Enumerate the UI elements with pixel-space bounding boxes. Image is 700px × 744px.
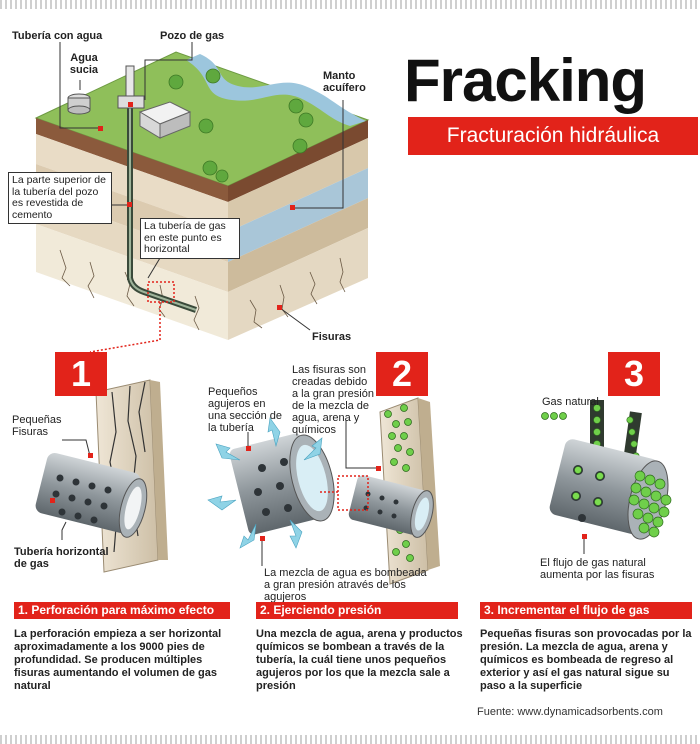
label-tuberia-agua: Tubería con agua: [12, 30, 103, 42]
top-border: [0, 0, 700, 9]
page-subtitle: Fracturación hidráulica: [408, 117, 698, 155]
right-layer-2: [228, 138, 368, 232]
step-2-heading: 2. Ejerciendo presión: [256, 602, 458, 619]
step-1-number: 1: [55, 352, 107, 396]
pipe-detail-marker: [147, 281, 175, 303]
step-3-heading: 3. Incrementar el flujo de gas: [480, 602, 692, 619]
right-layer-4: [228, 198, 368, 292]
bottom-border: [0, 735, 700, 744]
label-gas-natural: Gas natural: [542, 396, 599, 408]
leader-dots: [98, 102, 295, 310]
right-layer-5: [228, 228, 368, 340]
source-credit: Fuente: www.dynamicadsorbents.com: [477, 706, 663, 718]
gas-bubbles: [628, 470, 672, 538]
label-mezcla-bombeada: La mezcla de agua es bombeada a gran pre…: [264, 567, 427, 603]
callout-tuberia-horizontal: La tubería de gas en este punto es horiz…: [140, 218, 240, 259]
detail-connector: [89, 302, 161, 353]
label-pequenas-fisuras: Pequeñas Fisuras: [12, 414, 62, 438]
callout-superior-tuberia: La parte superior de la tubería del pozo…: [8, 172, 112, 224]
water-arrows: [207, 417, 323, 549]
step-2-text: Una mezcla de agua, arena y productos qu…: [256, 628, 463, 692]
page-title: Fracking: [404, 47, 647, 114]
step-1-text: La perforación empieza a ser horizontal …: [14, 628, 222, 692]
right-layer-aquifer: [228, 168, 368, 262]
panel-3-illustration: [541, 400, 672, 554]
right-layer-1: [228, 120, 368, 202]
step-1-heading: 1. Perforación para máximo efecto: [14, 602, 230, 619]
step-3-number: 3: [608, 352, 660, 396]
panel-1-illustration: [35, 379, 168, 573]
fissure-lines: [59, 249, 346, 331]
label-agua-sucia: Agua sucia: [69, 52, 99, 76]
leader-lines: [59, 42, 344, 331]
label-manto-acuifero: Manto acuífero: [323, 70, 366, 94]
river: [186, 54, 366, 126]
earth-block: [34, 42, 370, 353]
label-tuberia-horizontal-gas: Tubería horizontal de gas: [14, 546, 109, 570]
panel-2-illustration: [207, 397, 440, 585]
label-pequenos-agujeros: Pequeños agujeros en una sección de la t…: [208, 386, 282, 434]
step-3-text: Pequeñas fisuras son provocadas por la p…: [480, 628, 692, 692]
label-pozo-gas: Pozo de gas: [160, 30, 225, 42]
label-fisuras: Fisuras: [312, 331, 352, 343]
label-flujo-gas: El flujo de gas natural aumenta por las …: [540, 557, 655, 581]
step-2-number: 2: [376, 352, 428, 396]
derrick: [125, 65, 135, 97]
trees: [168, 68, 314, 183]
label-fisuras-creadas: Las fisuras son creadas debido a la gran…: [292, 364, 374, 436]
